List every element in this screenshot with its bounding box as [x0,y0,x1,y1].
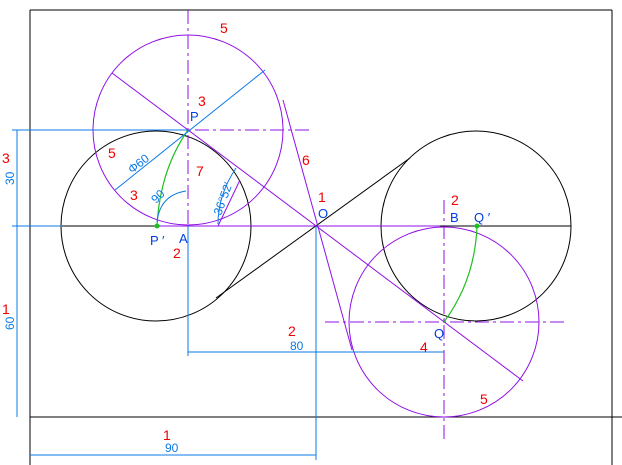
label-P-prime: P ′ [150,233,165,248]
dim-60-text: 60 [3,316,17,330]
tangent-line-1 [215,157,411,299]
dim-80-text: 80 [290,339,304,353]
step-3-angle: 3 [130,187,138,203]
step-2-dim: 2 [288,323,296,339]
dim-90-angle-text: 90 [148,187,168,207]
step-4: 4 [420,339,428,355]
dim-phi60-text: Φ60 [125,151,152,176]
step-2-A: 2 [173,245,181,261]
tangent-line-6 [282,99,353,351]
label-P: P [190,109,199,124]
step-1-O: 1 [318,189,326,205]
dim-30-text: 30 [3,171,17,185]
rotation-arc-Q [443,225,478,323]
angle-arc-line [217,179,241,227]
step-3-left: 3 [2,150,10,166]
label-O: O [318,206,328,221]
dim-90-text: 90 [165,441,179,455]
point-Q-prime [474,223,480,229]
step-3-P: 3 [198,93,206,109]
step-2-B: 2 [451,192,459,208]
step-6: 6 [302,152,310,168]
point-P-prime [154,223,160,229]
step-5-bottom: 5 [480,391,488,407]
label-A: A [179,231,188,246]
angle-90-arc [156,190,187,223]
line-P-O-Q [111,72,524,382]
label-Q: Q [434,326,444,341]
step-5-phi: 5 [108,145,116,161]
label-Q-prime: Q ′ [474,210,491,225]
step-5-top: 5 [220,20,228,36]
dim-angle-text: 36°52′ [211,180,236,217]
step-1-bottom: 1 [163,427,171,443]
step-1-left: 1 [2,301,10,317]
step-7: 7 [196,163,204,179]
angle-36-arc [217,167,237,225]
dim-phi60 [114,69,266,191]
label-B: B [450,210,459,225]
